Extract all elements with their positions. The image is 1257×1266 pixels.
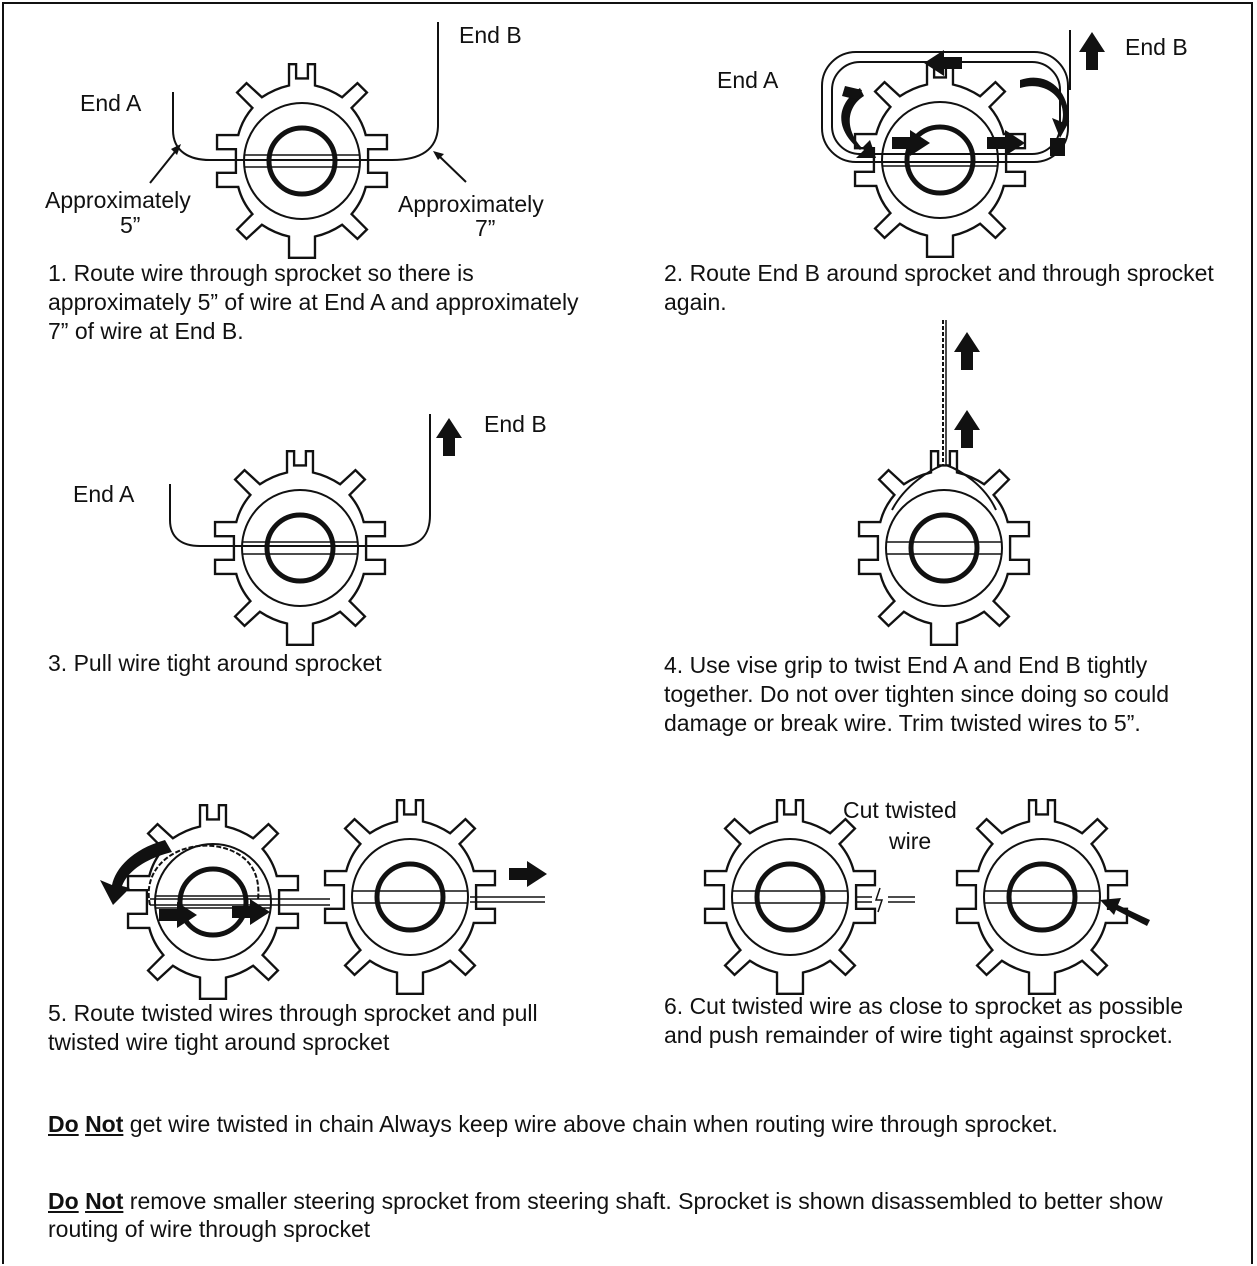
step1-approx-right-label: Approximately xyxy=(398,191,544,217)
step1-end-a-label: End A xyxy=(80,90,142,116)
step2-end-a-label: End A xyxy=(717,67,779,93)
step1-caption: 1. Route wire through sprocket so there … xyxy=(48,260,579,344)
step1-approx-left-value: 5” xyxy=(120,212,141,238)
step3-diagram xyxy=(169,414,462,645)
note2-text: remove smaller steering sprocket from st… xyxy=(48,1188,1163,1242)
step6-caption: 6. Cut twisted wire as close to sprocket… xyxy=(664,993,1184,1048)
note1-text: get wire twisted in chain Always keep wi… xyxy=(123,1111,1058,1137)
step5-diagram xyxy=(100,800,547,999)
step2-diagram xyxy=(821,30,1105,257)
warning-note-1: Do Not get wire twisted in chain Always … xyxy=(48,1110,1218,1138)
note1-do: Do xyxy=(48,1111,79,1137)
note1-not: Not xyxy=(85,1111,124,1137)
step2-caption: 2. Route End B around sprocket and throu… xyxy=(664,260,1214,315)
step4-caption: 4. Use vise grip to twist End A and End … xyxy=(664,652,1170,736)
step6-diagram xyxy=(705,800,1150,994)
step6-cut-label-2: wire xyxy=(889,828,932,854)
step4-diagram xyxy=(859,320,1029,645)
step5-caption: 5. Route twisted wires through sprocket … xyxy=(48,1000,538,1055)
note2-do: Do xyxy=(48,1188,79,1214)
step1-diagram xyxy=(149,22,467,258)
step6-cut-label: Cut twisted xyxy=(843,797,957,823)
step3-caption: 3. Pull wire tight around sprocket xyxy=(48,650,382,676)
step1-end-b-label: End B xyxy=(459,22,522,48)
step1-approx-left-label: Approximately xyxy=(45,187,191,213)
step2-end-b-label: End B xyxy=(1125,34,1188,60)
warning-note-2: Do Not remove smaller steering sprocket … xyxy=(48,1187,1228,1243)
note2-not: Not xyxy=(85,1188,124,1214)
step1-approx-right-value: 7” xyxy=(475,215,496,241)
step3-end-a-label: End A xyxy=(73,481,135,507)
step3-end-b-label: End B xyxy=(484,411,547,437)
